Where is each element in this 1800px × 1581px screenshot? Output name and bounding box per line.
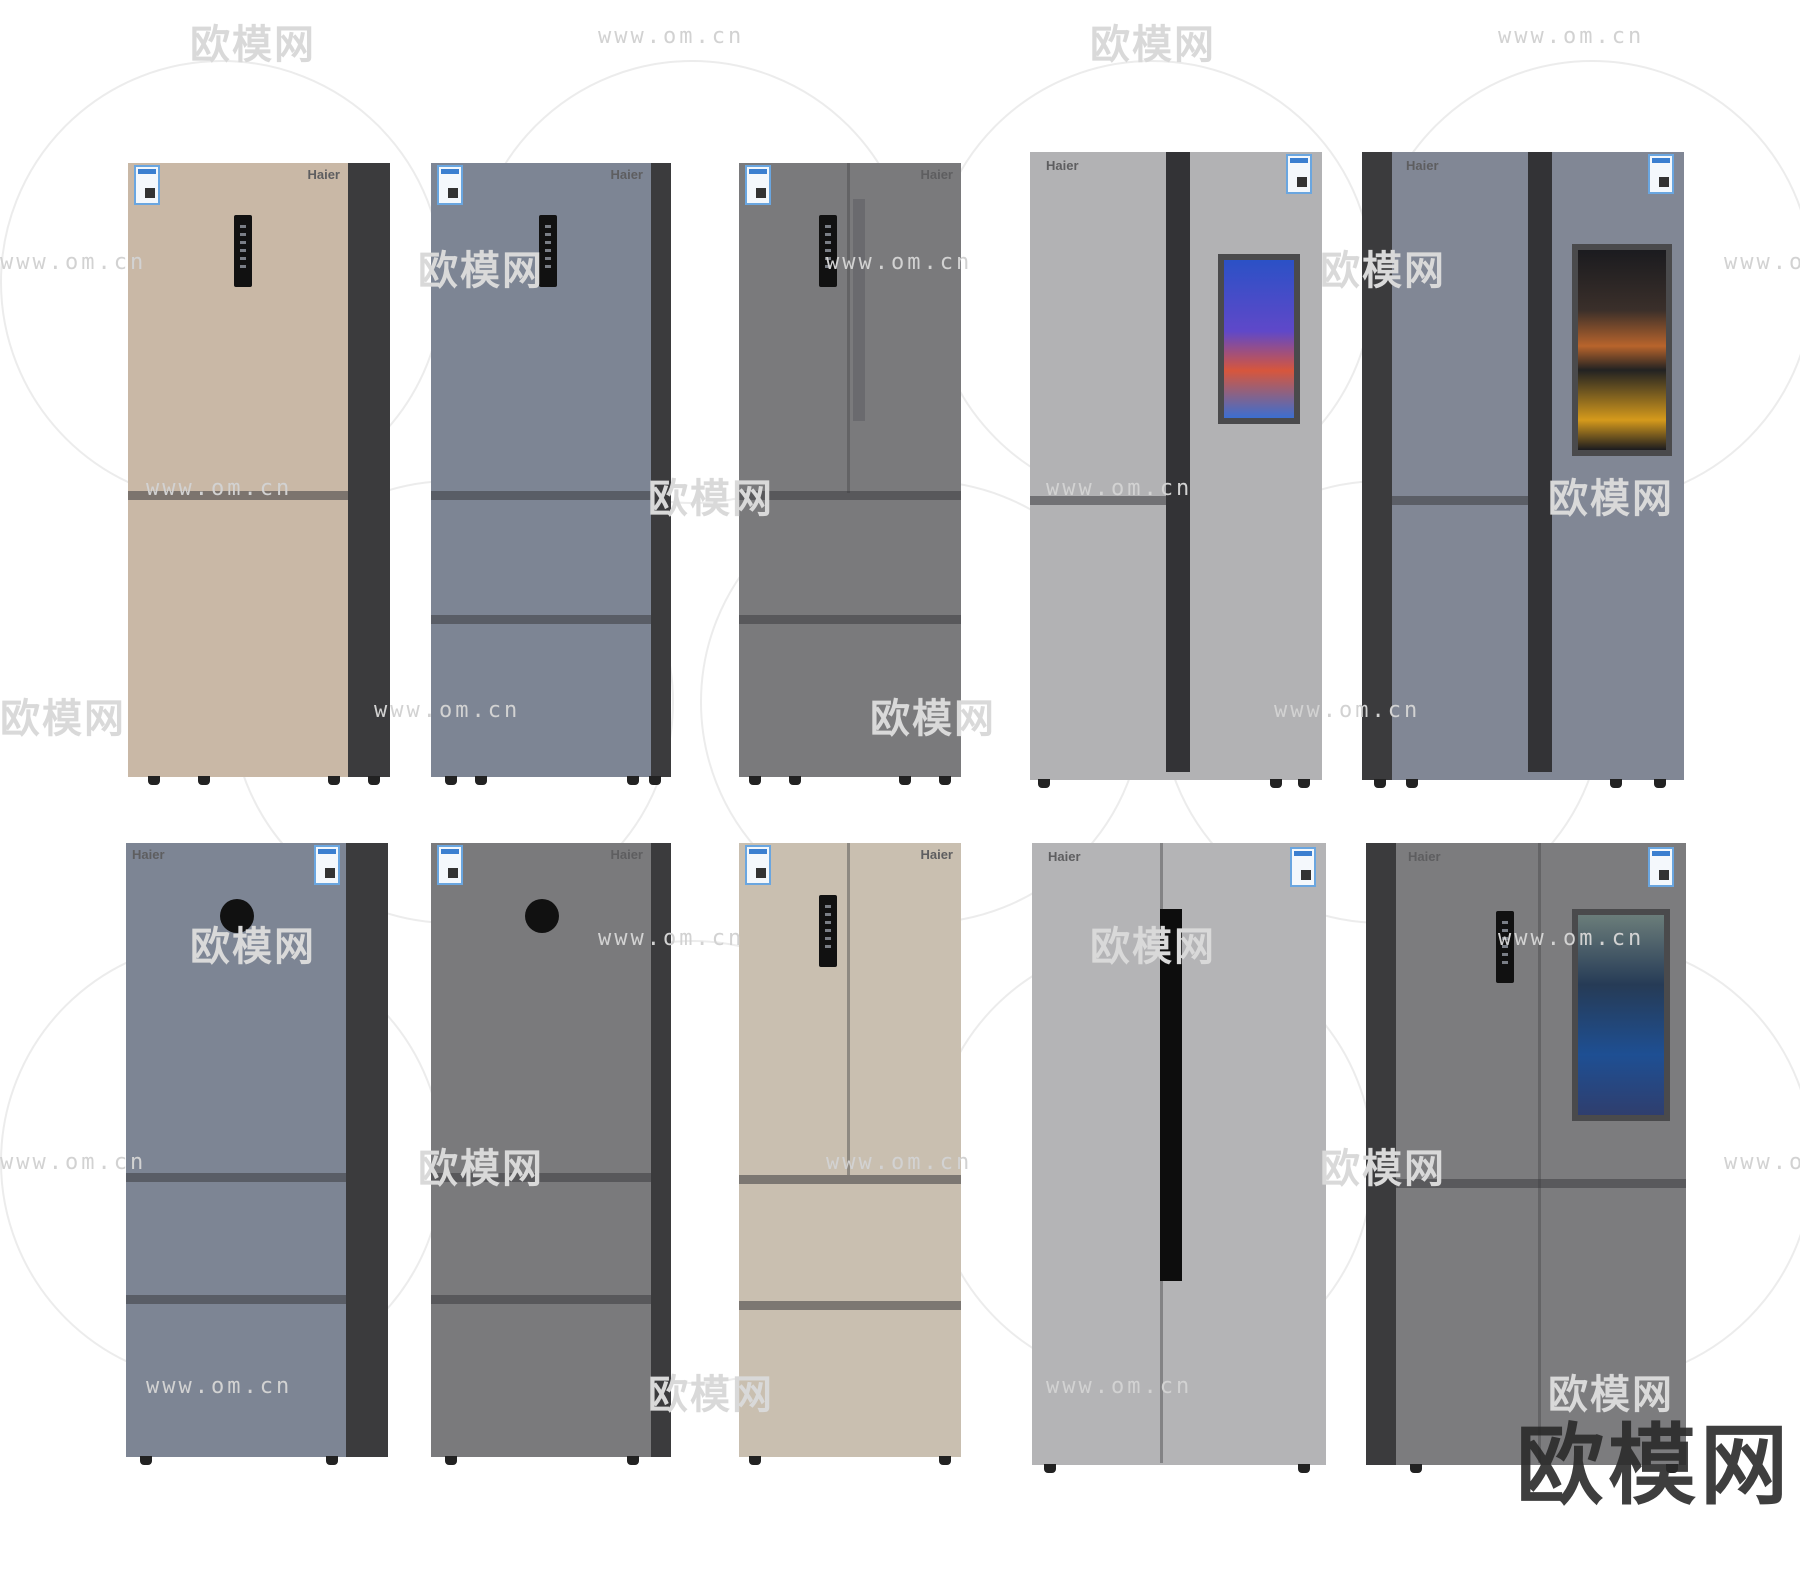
brand-logo: Haier xyxy=(307,167,340,182)
control-dial xyxy=(220,899,254,933)
watermark-url: www.om.cn xyxy=(1498,24,1645,49)
control-panel xyxy=(1496,911,1514,983)
center-strip xyxy=(1166,152,1190,772)
fridge-front: Haier xyxy=(739,843,961,1457)
fridge-r2-c4: Haier xyxy=(1032,843,1326,1473)
brand-logo: Haier xyxy=(1408,849,1441,864)
fridge-front: Haier xyxy=(126,843,346,1457)
energy-label xyxy=(437,165,463,205)
watermark-logo: 欧模网 xyxy=(190,22,316,68)
fridge-front: Haier xyxy=(1030,152,1322,780)
fridge-front: Haier xyxy=(431,843,651,1457)
energy-label xyxy=(1648,154,1674,194)
door-handle xyxy=(853,199,865,421)
fridge-front: Haier xyxy=(1032,843,1326,1465)
fridge-front: Haier xyxy=(1396,843,1686,1465)
control-panel xyxy=(539,215,557,287)
corner-watermark-logo: 欧模网 xyxy=(1516,1414,1793,1517)
center-strip xyxy=(1528,152,1552,772)
fridge-r2-c5: Haier xyxy=(1366,843,1686,1473)
energy-label xyxy=(134,165,160,205)
fridge-front: Haier xyxy=(739,163,961,777)
watermark-url: www.om.cn xyxy=(0,250,147,275)
fridge-front: Haier xyxy=(1392,152,1684,780)
touchscreen-display xyxy=(1218,254,1300,424)
energy-label xyxy=(1286,154,1312,194)
fridge-r1-c1: Haier xyxy=(128,163,390,785)
touchscreen-display xyxy=(1572,244,1672,456)
brand-logo: Haier xyxy=(132,847,165,862)
fridge-r2-c3: Haier xyxy=(739,843,961,1465)
touchscreen-display xyxy=(1572,909,1670,1121)
fridge-r1-c3: Haier xyxy=(739,163,961,785)
control-dial xyxy=(525,899,559,933)
watermark-url: www.om.cn xyxy=(0,1150,147,1175)
brand-logo: Haier xyxy=(920,167,953,182)
watermark-url: www.om.cn xyxy=(1724,250,1800,275)
energy-label xyxy=(745,845,771,885)
brand-logo: Haier xyxy=(1046,158,1079,173)
brand-logo: Haier xyxy=(610,847,643,862)
energy-label xyxy=(745,165,771,205)
control-panel xyxy=(819,215,837,287)
fridge-r1-c4: Haier xyxy=(1030,152,1322,788)
energy-label xyxy=(1648,847,1674,887)
brand-logo: Haier xyxy=(1048,849,1081,864)
fridge-r2-c1: Haier xyxy=(126,843,388,1465)
fridge-front: Haier xyxy=(128,163,348,777)
energy-label xyxy=(314,845,340,885)
control-panel xyxy=(819,895,837,967)
fridge-r2-c2: Haier xyxy=(431,843,671,1465)
watermark-logo: 欧模网 xyxy=(1090,22,1216,68)
watermark-logo: 欧模网 xyxy=(0,696,126,742)
energy-label xyxy=(1290,847,1316,887)
energy-label xyxy=(437,845,463,885)
brand-logo: Haier xyxy=(610,167,643,182)
control-panel xyxy=(234,215,252,287)
brand-logo: Haier xyxy=(1406,158,1439,173)
watermark-url: www.om.cn xyxy=(1724,1150,1800,1175)
watermark-url: www.om.cn xyxy=(598,24,745,49)
door-handle xyxy=(1160,909,1182,1281)
fridge-r1-c2: Haier xyxy=(431,163,671,785)
fridge-front: Haier xyxy=(431,163,651,777)
brand-logo: Haier xyxy=(920,847,953,862)
fridge-r1-c5: Haier xyxy=(1362,152,1684,788)
